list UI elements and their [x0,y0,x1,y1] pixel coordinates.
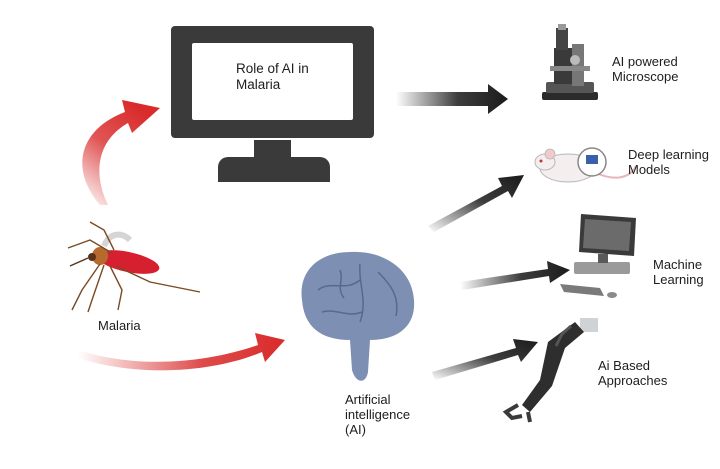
mouse-icon [534,147,637,183]
ai-approaches-label: Ai Based Approaches [598,358,668,388]
deep-learning-label: Deep learning Models [628,147,709,177]
arrow-brain-aiapproaches [432,339,538,380]
malaria-label: Malaria [98,318,141,333]
arrow-brain-machinelearning [460,261,570,290]
robotic-arm-icon [502,318,598,423]
brain-icon [301,251,415,381]
microscope-label: AI powered Microscope [612,54,679,84]
arrow-monitor-microscope [396,84,508,114]
arrow-brain-deeplearning [428,175,524,232]
computer-icon [560,214,636,298]
red-arrow-right [78,333,285,371]
mosquito-icon [67,221,201,313]
monitor-icon [171,26,374,182]
machine-learning-label: Machine Learning [653,257,704,287]
monitor-label: Role of AI in Malaria [236,61,309,92]
red-arrow-up [82,100,160,205]
brain-label: Artificial intelligence (AI) [345,392,411,437]
microscope-icon [542,24,598,100]
